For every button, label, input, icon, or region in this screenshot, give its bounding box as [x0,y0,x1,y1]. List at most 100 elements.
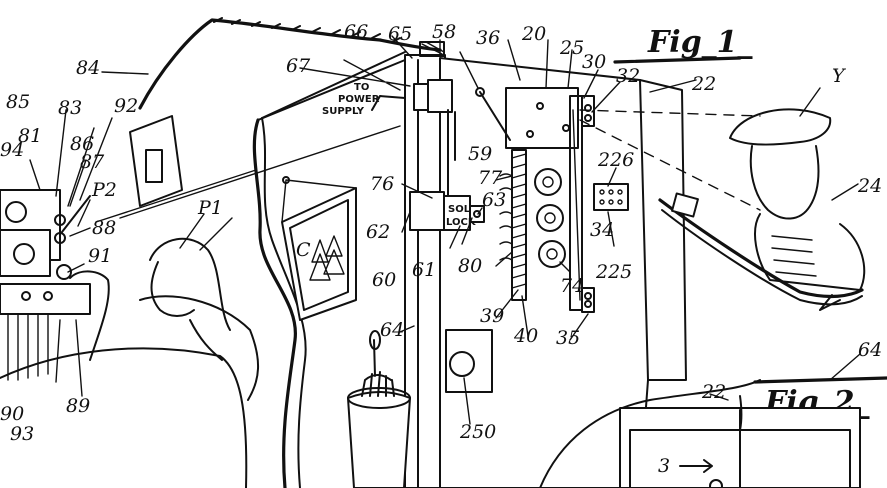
knob-center [542,176,554,188]
keypad-dot [617,199,623,205]
label-66: 66 [344,21,368,43]
label-89: 89 [66,395,90,417]
figure-1-title: Fig_1_ [613,25,753,64]
keypad-dot [599,189,605,195]
tree [309,235,345,281]
sol-pin [473,210,481,218]
fig2-wall-break [539,379,761,488]
nightstand-slats [7,313,49,381]
monitor-face [13,243,35,265]
cord-24-2 [661,209,863,306]
wall-picture [129,115,183,207]
wall-hatching-top [213,17,401,43]
label-226: 226 [597,149,634,171]
nightstand-knob [21,291,31,301]
knob-center [546,248,558,260]
strike-screw [584,292,592,300]
indicator-light [54,214,66,226]
wall-picture-inner [145,149,163,183]
power-supply-note: TO POWER SUPPLY [322,82,380,117]
strike-plate-bottom [581,287,595,313]
label-80: 80 [458,255,482,277]
label-86: 86 [70,133,94,155]
label-22: 22 [691,73,716,95]
woman-neck [189,319,223,361]
knob [534,168,562,196]
power-cable [371,95,406,111]
lock-text: LOCK [446,217,477,228]
indicator-light [54,232,66,244]
lock-housing [505,87,579,149]
label-34: 34 [590,219,614,241]
signal-line [95,125,401,223]
umbrella-handle [369,330,381,350]
label-88: 88 [92,217,116,239]
keypad [593,183,629,211]
man-body [754,213,866,291]
label-30: 30 [582,51,606,73]
man-hat [729,108,832,146]
label-74: 74 [560,275,584,297]
monitor-screen [0,229,51,277]
sol-text: SOL [448,204,471,215]
fig-1-label: Fig_1_ [647,25,753,60]
arrow-24 [819,294,841,311]
dashed-sight-line [579,109,761,211]
switch-pivot [475,87,485,97]
picture-frame [281,187,357,321]
switch-arm [479,91,511,141]
knob [538,240,566,268]
label-94: 94 [0,139,24,161]
keypad-dot [608,189,614,195]
nightstand-knob [43,291,53,301]
label-59: 59 [468,143,492,165]
strike-screw [584,300,592,308]
keypad-dot [599,199,605,205]
door-edge [639,79,687,381]
man-face [749,145,820,220]
strike-plate-top [581,95,595,127]
power-module-2 [427,79,453,113]
reference-labels: 66 65 58 36 20 25 30 32 22 Y 67 84 85 83… [0,21,882,477]
label-40: 40 [513,325,538,347]
hand [69,270,110,361]
picture-wire [281,179,357,223]
keypad-dot [608,199,614,205]
bolt-bar [569,95,583,311]
wall-break-line-left [252,118,297,488]
label-250: 250 [459,421,496,443]
label-65: 65 [388,23,412,45]
chain-links [499,173,513,261]
label-76: 76 [370,173,394,195]
woman-face [150,261,195,317]
antenna [61,195,91,233]
lock-knobs [534,168,566,268]
knob-center [544,212,556,224]
label-90: 90 [0,403,24,425]
label-85: 85 [6,91,30,113]
ceiling-edge [257,59,406,121]
picture-letter: C [296,239,311,261]
label-22b: 22 [701,381,726,403]
ceiling-mount-hatch [421,41,445,55]
umbrella-stand [347,391,411,488]
label-84: 84 [76,57,100,79]
label-83: 83 [58,97,82,119]
man-shirt-stripes [771,235,817,277]
label-3: 3 [658,455,670,477]
label-61: 61 [412,259,436,281]
label-63: 63 [482,189,506,211]
ceiling-mount [419,41,445,57]
rack-gear [511,149,527,301]
cord-24 [658,198,864,299]
label-39: 39 [480,305,504,327]
label-225: 225 [595,261,632,283]
label-64a: 64 [380,319,404,341]
keypad-dot [617,189,623,195]
label-25: 25 [559,37,584,59]
fig-1-underline [613,56,742,64]
blanket [0,347,248,488]
picture-frame-inner [289,199,349,311]
doorbell-button [449,351,475,377]
